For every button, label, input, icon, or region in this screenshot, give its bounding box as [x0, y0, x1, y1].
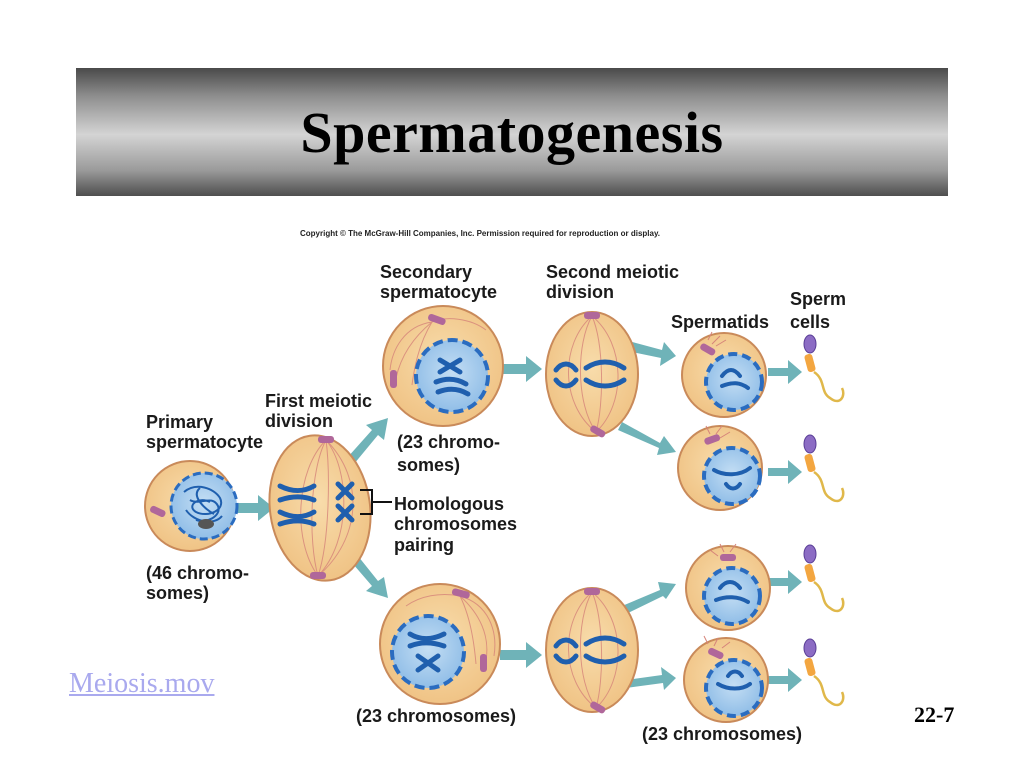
label-sperm-line1: Sperm: [790, 289, 846, 309]
spermatid-1: [681, 331, 767, 418]
title-bar: Spermatogenesis: [76, 68, 948, 196]
label-sperm-line2: cells: [790, 312, 830, 332]
second-meiotic-division-bottom-cell: [545, 587, 639, 714]
arrow-second-bottom-to-spermatid-4: [626, 667, 676, 690]
label-second-division-line1: Second meiotic: [546, 262, 679, 282]
spermatid-4: [683, 635, 769, 723]
arrow-secondary-bottom-to-second: [500, 642, 542, 668]
slide-title: Spermatogenesis: [300, 99, 724, 165]
first-meiotic-division-cell: [268, 434, 392, 582]
label-primary-line2: spermatocyte: [146, 432, 263, 452]
label-spermatids: Spermatids: [671, 312, 769, 332]
label-homologous-line1: Homologous: [394, 494, 504, 514]
arrows: [232, 340, 802, 692]
arrow-primary-to-first: [232, 495, 274, 521]
spermatid-3: [685, 543, 771, 631]
label-secondary-count-line2: somes): [397, 455, 460, 475]
arrow-spermatid-2-to-sperm: [768, 460, 802, 484]
label-bottom-count-right: (23 chromosomes): [642, 724, 802, 744]
label-homologous-line3: pairing: [394, 535, 454, 555]
arrow-spermatid-4-to-sperm: [768, 668, 802, 692]
label-primary-count-line2: somes): [146, 583, 209, 603]
arrow-second-top-to-spermatid-2: [618, 422, 676, 455]
arrow-first-to-secondary-top: [347, 418, 388, 464]
label-first-division-line1: First meiotic: [265, 391, 372, 411]
arrow-spermatid-3-to-sperm: [768, 570, 802, 594]
homologous-bracket: [360, 489, 392, 515]
label-secondary-count-line1: (23 chromo-: [397, 432, 500, 452]
copyright-notice: Copyright © The McGraw-Hill Companies, I…: [300, 229, 661, 238]
label-homologous-line2: chromosomes: [394, 514, 517, 534]
arrow-secondary-top-to-second: [500, 356, 542, 382]
sperm-cell-3: [803, 544, 845, 613]
arrow-second-top-to-spermatid-1: [622, 340, 676, 366]
primary-spermatocyte-cell: [144, 460, 239, 552]
sperm-cell-1: [803, 334, 845, 403]
secondary-spermatocyte-bottom-cell: [379, 583, 501, 705]
sperm-cell-4: [803, 638, 845, 707]
label-secondary-line2: spermatocyte: [380, 282, 497, 302]
sperm-cell-2: [803, 434, 845, 503]
label-secondary-line1: Secondary: [380, 262, 472, 282]
label-first-division-line2: division: [265, 411, 333, 431]
label-primary-count-line1: (46 chromo-: [146, 563, 249, 583]
second-meiotic-division-top-cell: [545, 311, 639, 438]
secondary-spermatocyte-top-cell: [382, 305, 504, 427]
spermatid-2: [677, 425, 763, 511]
meiosis-video-link[interactable]: Meiosis.mov: [69, 668, 215, 699]
label-bottom-count-left: (23 chromosomes): [356, 706, 516, 726]
arrow-second-bottom-to-spermatid-3: [622, 582, 676, 614]
label-primary-line1: Primary: [146, 412, 213, 432]
page-number: 22-7: [914, 702, 955, 727]
arrow-spermatid-1-to-sperm: [768, 360, 802, 384]
label-second-division-line2: division: [546, 282, 614, 302]
